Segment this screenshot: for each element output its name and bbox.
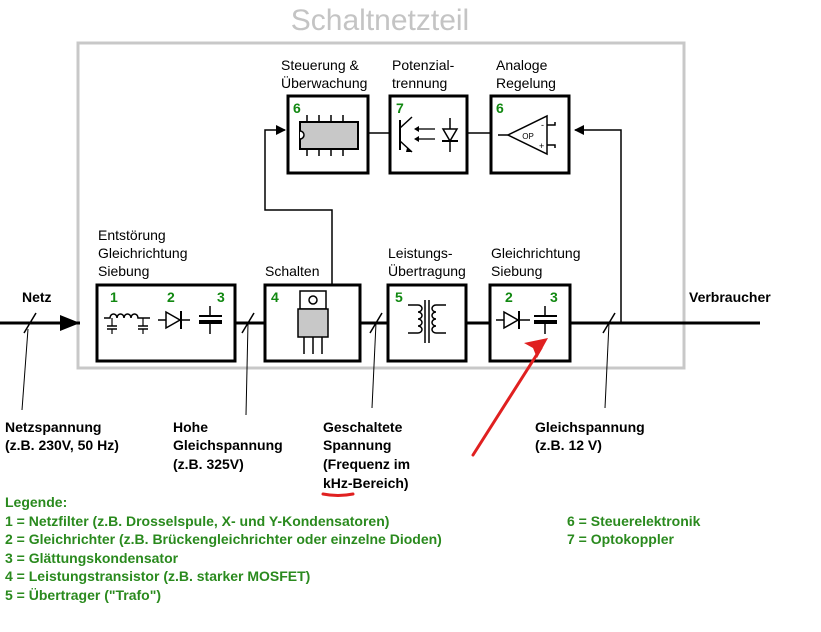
leader-dc (604, 322, 610, 409)
choke-icon (104, 313, 150, 319)
block-number: 2 (505, 289, 513, 305)
leader-hv (245, 322, 249, 416)
legend: Legende: 1 = Netzfilter (z.B. Drosselspu… (5, 494, 446, 603)
block-number: 3 (550, 289, 558, 305)
filter-label: Entstörung Gleichrichtung Siebung (98, 227, 191, 279)
output-label: Verbraucher (689, 289, 771, 305)
transformer-label: Leistungs- Übertragung (388, 245, 466, 279)
block-number: 2 (167, 289, 175, 305)
voltage-label-high-dc: Hohe Gleichspannung (z.B. 325V) (173, 419, 287, 472)
leader-switched (371, 322, 377, 409)
capacitor-icon (534, 306, 557, 334)
diagram-title: Schaltnetzteil (291, 4, 469, 37)
switch-label: Schalten (265, 263, 319, 279)
voltage-label-mains: Netzspannung (z.B. 230V, 50 Hz) (5, 419, 119, 453)
control-line (264, 125, 333, 285)
diode-icon (158, 310, 190, 330)
block-number: 6 (496, 100, 504, 116)
voltage-label-switched: Geschaltete Spannung (Frequenz im kHz-Be… (323, 419, 414, 491)
rectifier-block: 2 3 (488, 283, 572, 363)
rectifier-label: Gleichrichtung Siebung (491, 245, 584, 279)
filter-block: 1 2 3 (95, 283, 237, 363)
block-number: 7 (396, 100, 404, 116)
tick-netz (23, 312, 37, 334)
optocoupler-icon (399, 116, 459, 153)
block-number: 4 (271, 289, 279, 305)
feedback-line (574, 125, 622, 323)
regulation-block: 6 OP - + (489, 94, 571, 175)
switch-block: 4 (263, 283, 362, 363)
transformer-block: 5 (386, 283, 468, 363)
voltage-label-output-dc: Gleichspannung (z.B. 12 V) (535, 419, 649, 453)
isolation-label: Potenzial- trennung (392, 57, 458, 91)
ic-chip-icon (299, 115, 359, 156)
legend-right: 6 = Steuerelektronik 7 = Optokoppler (567, 513, 704, 547)
control-block: 6 (286, 94, 370, 175)
input-arrowhead (60, 315, 80, 331)
enclosure-frame (76, 41, 686, 370)
control-label: Steuerung & Überwachung (281, 57, 367, 91)
annotation-arrowhead (524, 338, 548, 358)
diode-icon (496, 310, 530, 330)
isolation-block: 7 (388, 94, 469, 175)
svg-text:+: + (539, 141, 544, 151)
input-label: Netz (22, 289, 52, 305)
transformer-icon (408, 300, 446, 343)
block-number: 5 (395, 289, 403, 305)
svg-text:-: - (541, 120, 544, 130)
block-number: 3 (217, 289, 225, 305)
opamp-icon: OP - + (498, 114, 556, 156)
annotation-underline (321, 492, 355, 497)
leader-netz (21, 328, 29, 411)
capacitor-icon (199, 306, 222, 334)
opamp-label: OP (522, 132, 534, 141)
annotation-arrow (471, 346, 543, 457)
transistor-icon (297, 290, 329, 354)
regulation-label: Analoge Regelung (496, 57, 556, 91)
block-number: 6 (293, 100, 301, 116)
block-number: 1 (110, 289, 118, 305)
